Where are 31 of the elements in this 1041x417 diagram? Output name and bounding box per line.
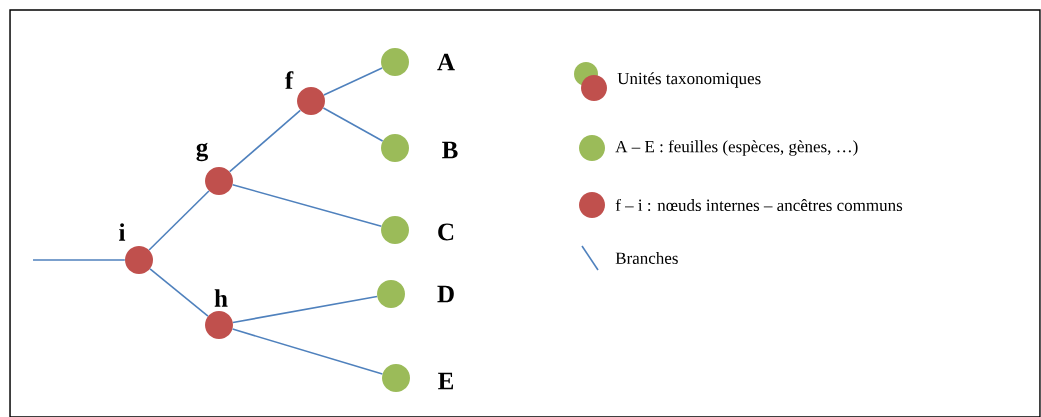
branch-line bbox=[323, 67, 383, 96]
node-label: A bbox=[437, 53, 455, 71]
legend-label: Branches bbox=[615, 252, 678, 264]
node-label: g bbox=[196, 142, 208, 162]
branch-line bbox=[232, 295, 378, 324]
node-circle bbox=[377, 280, 405, 308]
node-label: f bbox=[285, 71, 294, 89]
node-circle bbox=[205, 167, 233, 195]
branch-line bbox=[149, 268, 209, 317]
node-circle bbox=[297, 87, 325, 115]
branch-line bbox=[228, 109, 302, 173]
node-circle bbox=[382, 364, 410, 392]
legend-label: A – E : feuilles (espèces, gènes, …) bbox=[615, 140, 858, 156]
node-label: C bbox=[438, 223, 454, 241]
node-label: h bbox=[214, 289, 228, 307]
node-label: B bbox=[442, 141, 458, 159]
branch-line bbox=[148, 190, 210, 251]
branch-line bbox=[32, 259, 126, 261]
node-circle bbox=[381, 134, 409, 162]
node-label: D bbox=[437, 285, 454, 303]
legend-label: f – i : nœuds internes – ancêtres communs bbox=[615, 198, 903, 212]
legend-label: Unités taxonomiques bbox=[617, 72, 761, 88]
node-circle bbox=[205, 311, 233, 339]
node-label: E bbox=[438, 372, 454, 390]
branch-line bbox=[231, 328, 384, 375]
node-circle bbox=[381, 216, 409, 244]
node-label: i bbox=[119, 223, 126, 241]
branch-line bbox=[231, 184, 383, 227]
branch-line bbox=[322, 107, 384, 142]
node-circle bbox=[125, 246, 153, 274]
node-circle bbox=[381, 48, 409, 76]
